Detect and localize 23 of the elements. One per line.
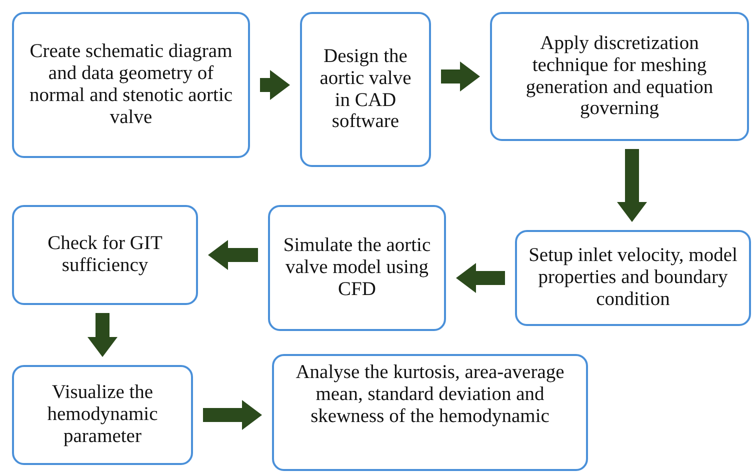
process-box <box>12 12 250 158</box>
step-text: Visualize the hemodynamic parameter <box>46 382 159 448</box>
step-text: Apply discretization technique for meshing generation and equation governing <box>524 32 714 120</box>
step-text: Create schematic diagram and data geometry of normal and stenotic aortic valve <box>28 41 234 129</box>
arrow <box>441 62 480 92</box>
process-box <box>300 12 431 167</box>
process-box <box>272 354 588 471</box>
arrow <box>617 149 647 222</box>
step-text: Setup inlet velocity, model properties and boundary condition <box>528 245 738 311</box>
step-text: Design the aortic valve in CAD software <box>318 46 412 134</box>
step-text: Check for GIT sufficiency <box>46 233 164 277</box>
step-text: Analyse the kurtosis, area-average mean, standard deviation and skewness of the hemodynamic <box>294 362 566 428</box>
arrow <box>88 313 118 357</box>
arrow <box>456 263 505 293</box>
process-box <box>515 230 751 326</box>
step-text: Simulate the aortic valve model using CFD <box>282 235 432 301</box>
process-box <box>268 205 446 331</box>
arrow <box>208 240 258 270</box>
process-box <box>12 205 198 305</box>
process-box <box>12 365 193 465</box>
arrow <box>203 400 262 430</box>
process-box <box>490 12 749 141</box>
arrow <box>260 70 290 100</box>
